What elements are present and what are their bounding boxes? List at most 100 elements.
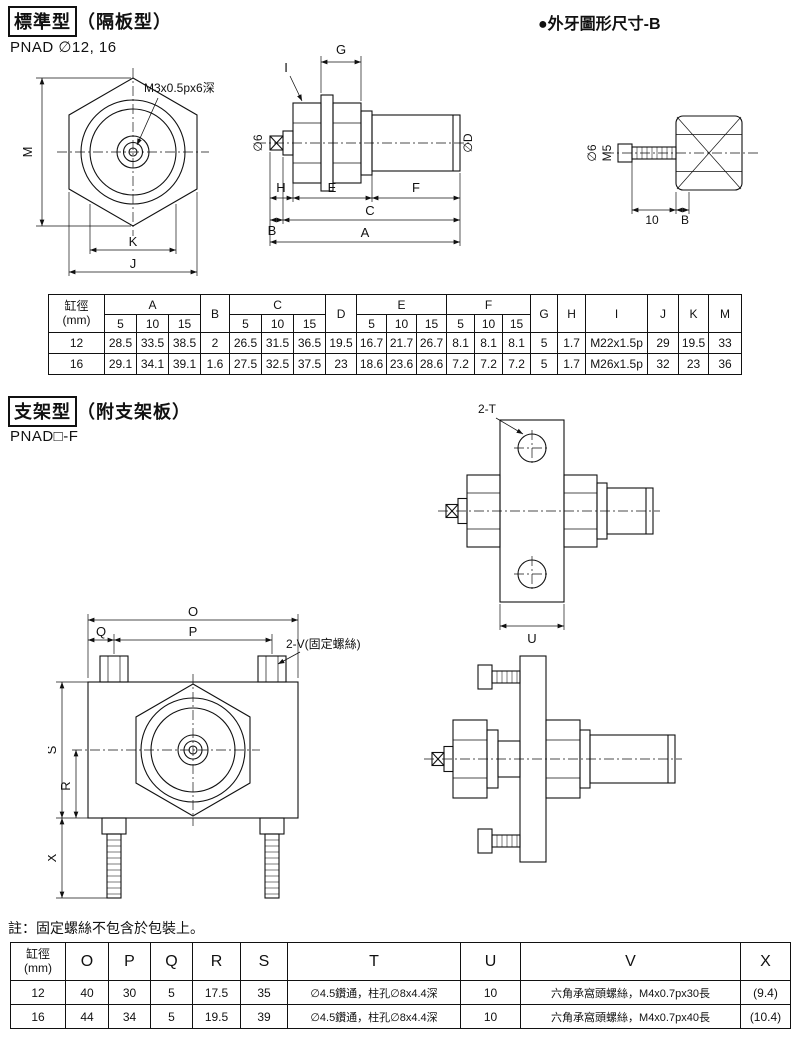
col-C: C [229, 294, 327, 315]
dim-label-j: J [130, 256, 137, 271]
cylinder-assembly [438, 474, 660, 548]
table-subheader-row: 5 10 15 5 10 15 5 10 15 5 10 15 [49, 314, 742, 333]
corner-line2: (mm) [24, 960, 52, 975]
dim-label-m: M [20, 147, 35, 158]
sub-c15: 15 [293, 314, 327, 333]
col-V: V [520, 942, 741, 981]
col-I: I [585, 294, 649, 333]
section2-title: 支架型（附支架板） [8, 396, 191, 427]
thread-section-title: ●外牙圖形尺寸-B [538, 16, 661, 33]
dim-label-h: H [276, 180, 285, 195]
dim-label-i: I [284, 60, 288, 75]
sub-f5: 5 [446, 314, 476, 333]
col-O: O [65, 942, 109, 981]
dim-label-u: U [527, 631, 536, 646]
dim-label-dD: ∅D [461, 133, 475, 152]
dim-A: A [270, 225, 460, 245]
col-P: P [108, 942, 151, 981]
label-2t: 2-T [478, 402, 497, 416]
callout-2V: 2-V(固定螺絲) [277, 636, 361, 665]
dim-label-p: P [189, 624, 198, 639]
dimension-table-bracket: 缸徑 (mm) O P Q R S T U V X 12 40 30 5 17.… [10, 942, 791, 1029]
dims-HEF: H E F [269, 152, 461, 246]
dim-G: G [320, 42, 362, 101]
dim-M: M [20, 77, 131, 227]
table-header-row: 缸徑 (mm) O P Q R S T U V X [10, 942, 791, 981]
section2-model: PNAD□-F [10, 428, 79, 445]
dim-label-g: G [336, 42, 346, 57]
dim-label-q: Q [96, 624, 106, 639]
bracket-plan-view-drawing: O Q P 2-V(固定螺絲) [48, 606, 361, 899]
sub-a5: 5 [104, 314, 137, 333]
table-row: 12 40 30 5 17.5 35 ∅4.5鑽通，柱孔∅8x4.4深 10 六… [10, 980, 791, 1005]
dim-label-d6: ∅6 [251, 134, 265, 151]
col-M: M [708, 294, 743, 333]
corner-cell: 缸徑 (mm) [10, 942, 66, 981]
sub-c5: 5 [229, 314, 263, 333]
thread-spec-label: M3x0.5px6深 [144, 81, 215, 95]
section1-model: PNAD ∅12, 16 [10, 39, 117, 56]
dim-label-x: X [48, 853, 59, 862]
corner-line1: 缸徑 [25, 947, 50, 962]
dim-label-e: E [328, 180, 337, 195]
section1-title: 標準型（隔板型） [8, 6, 172, 37]
table-row: 16 29.1 34.1 39.1 1.6 27.5 32.5 37.5 23 … [48, 353, 743, 375]
dims-10-B: 10 B [631, 162, 690, 227]
col-H: H [557, 294, 587, 333]
sub-a15: 15 [167, 314, 202, 333]
dim-U: U [499, 604, 565, 646]
cylinder-assembly-side [431, 719, 676, 799]
dim-label-c: C [365, 203, 374, 218]
cylinder-assembly [256, 94, 472, 192]
col-J: J [647, 294, 680, 333]
sub-e10: 10 [386, 314, 418, 333]
external-thread-drawing: ∅6 M5 10 B [585, 115, 758, 227]
bore-cell: 16 [48, 353, 105, 375]
corner-line1: 缸徑 [64, 299, 89, 314]
section2-title-suffix: （附支架板） [77, 402, 191, 422]
hex-body [57, 68, 209, 236]
bracket-plate-and-hex [72, 674, 299, 826]
mounting-screws [101, 817, 285, 899]
dim-label-f: F [412, 180, 420, 195]
col-A: A [103, 294, 202, 315]
section1-title-suffix: （隔板型） [77, 12, 172, 32]
dim-label-k: K [129, 234, 138, 249]
bracket-side-view-drawing [424, 655, 682, 863]
sub-e5: 5 [356, 314, 388, 333]
bore-cell: 12 [10, 980, 66, 1005]
dim-J: J [68, 192, 198, 276]
bracket-front-view-drawing: 2-T U [438, 402, 660, 646]
col-Q: Q [150, 942, 193, 981]
dims-QP: Q P [88, 624, 273, 654]
dim-label-s: S [48, 745, 59, 754]
col-E: E [356, 294, 448, 315]
sub-c10: 10 [261, 314, 295, 333]
dim-label-d6: ∅6 [585, 144, 599, 161]
col-R: R [192, 942, 241, 981]
col-G: G [530, 294, 559, 333]
stud-and-knob [617, 115, 743, 191]
callout-I: I [284, 60, 303, 102]
col-S: S [240, 942, 288, 981]
dimension-table-standard: 缸徑 (mm) A B C D E F G H I J K M 5 10 15 … [48, 294, 743, 375]
dim-label-m5: M5 [600, 144, 614, 161]
note-text: 註：固定螺絲不包含於包裝上。 [8, 920, 204, 936]
side-view-drawing: ∅6 ∅D G I H E F B C [251, 42, 475, 246]
dim-label-o: O [188, 606, 198, 619]
dim-S: S [48, 681, 88, 819]
table-header-row: 缸徑 (mm) A B C D E F G H I J K M [48, 294, 743, 333]
dim-label-a: A [361, 225, 370, 240]
table-row: 12 28.5 33.5 38.5 2 26.5 31.5 36.5 19.5 … [48, 332, 743, 354]
bore-cell: 16 [10, 1004, 66, 1029]
dim-label-r: R [58, 781, 73, 790]
dim-label-b: B [268, 223, 277, 238]
bore-cell: 12 [48, 332, 105, 354]
dim-label-10: 10 [645, 213, 659, 227]
col-K: K [678, 294, 710, 333]
col-X: X [740, 942, 791, 981]
col-D: D [325, 294, 358, 333]
col-B: B [200, 294, 231, 333]
thread-callout: M3x0.5px6深 [136, 81, 215, 146]
